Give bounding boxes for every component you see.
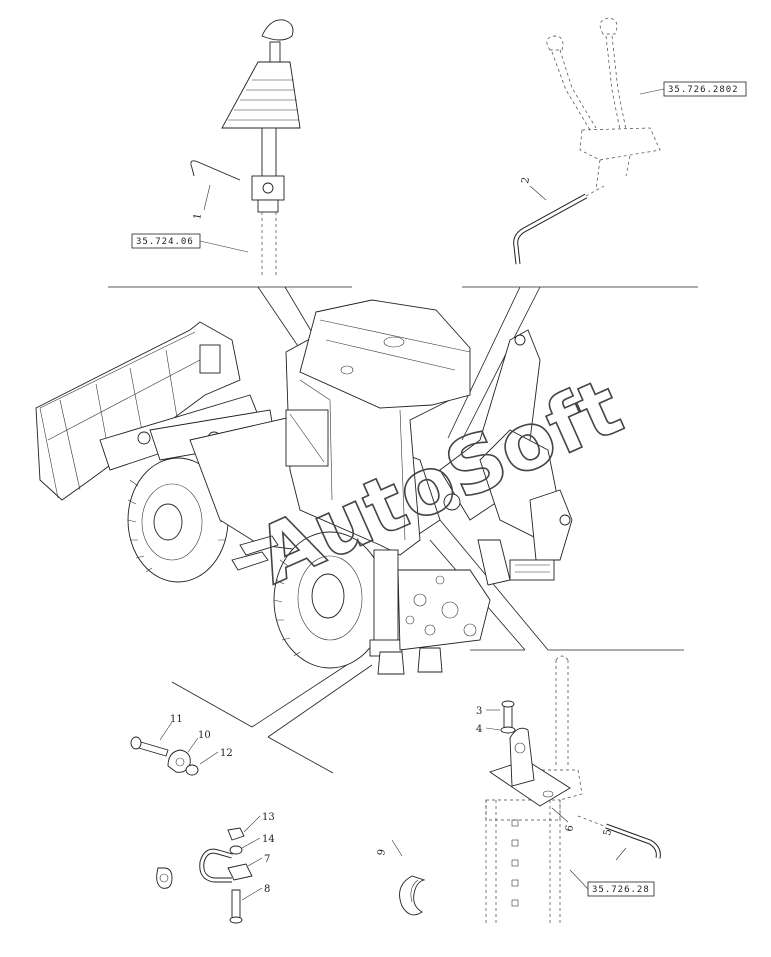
dual-lever-assembly — [546, 17, 661, 191]
reference-text-35-726-2802: 35.726.2802 — [668, 85, 739, 95]
part-label-5: 5 — [602, 828, 614, 836]
part-label-12: 12 — [220, 748, 233, 759]
single-lever-assembly — [221, 19, 301, 275]
backhoe-loader — [35, 299, 573, 675]
part-label-3: 3 — [476, 706, 482, 717]
part-label-4: 4 — [476, 724, 482, 735]
part-9-clip: 9 — [376, 839, 426, 916]
stabilizer-lock-assembly: 6 3 4 5 — [476, 655, 661, 925]
part-2-pin: 2 — [513, 176, 605, 265]
cable-assembly: 11 10 12 7 13 14 8 — [130, 714, 275, 924]
part-1-pin: 1 — [190, 160, 241, 221]
reference-text-35-724-06: 35.724.06 — [136, 237, 194, 247]
part-label-8: 8 — [264, 884, 270, 895]
reference-box-35-724-06[interactable]: 35.724.06 — [131, 233, 249, 253]
part-label-13: 13 — [262, 812, 275, 823]
reference-box-35-726-28[interactable]: 35.726.28 — [569, 869, 655, 897]
part-label-2: 2 — [520, 176, 532, 184]
reference-text-35-726-28: 35.726.28 — [592, 885, 650, 895]
part-label-9: 9 — [376, 848, 388, 856]
part-label-6: 6 — [564, 824, 576, 832]
part-label-11: 11 — [170, 714, 183, 725]
part-label-1: 1 — [192, 212, 204, 220]
part-label-14: 14 — [262, 834, 275, 845]
reference-box-35-726-2802[interactable]: 35.726.2802 — [639, 81, 747, 97]
part-label-10: 10 — [198, 730, 211, 741]
part-label-7: 7 — [264, 854, 270, 865]
